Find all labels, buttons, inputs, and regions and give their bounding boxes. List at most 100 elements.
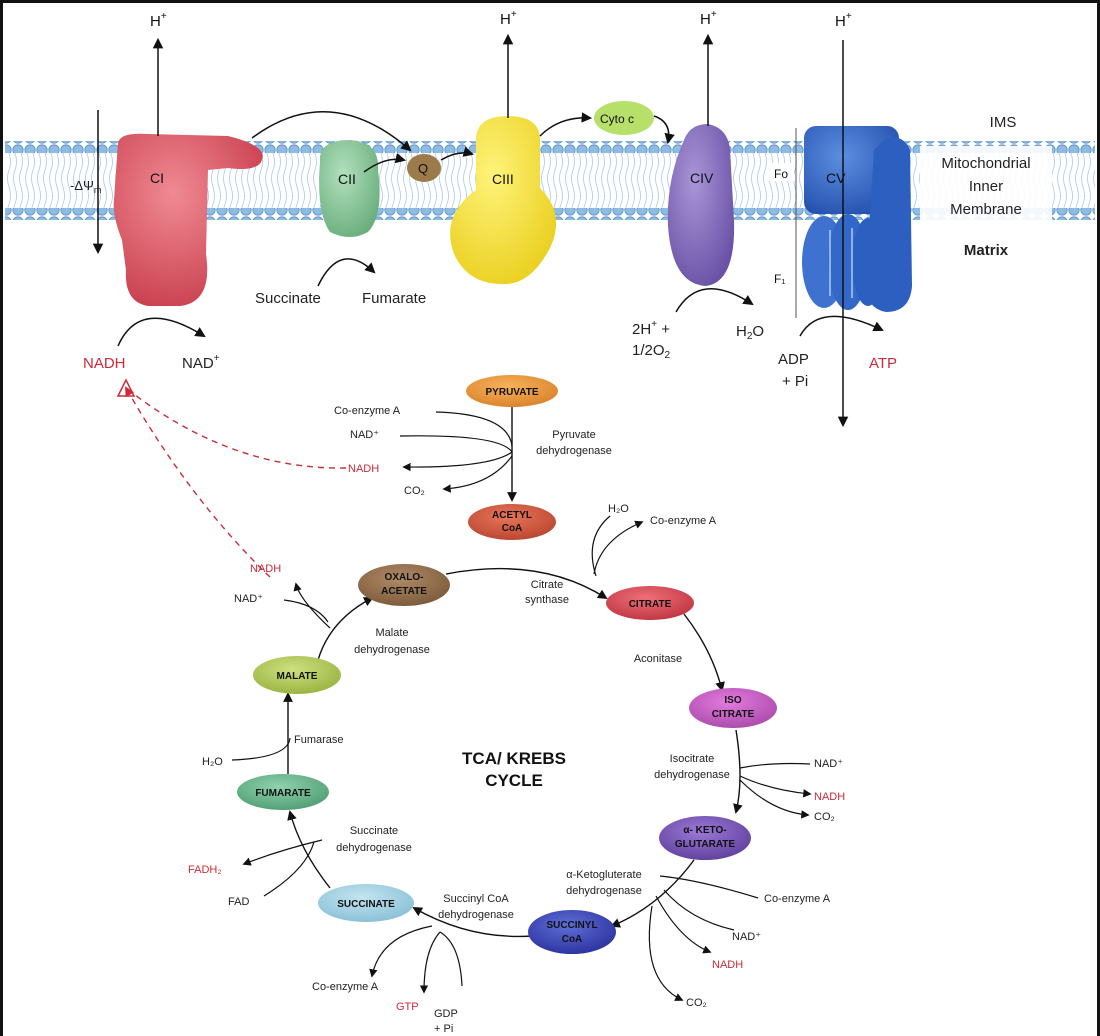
cytochrome-c (594, 101, 654, 135)
citrate-label: CITRATE (629, 599, 672, 610)
akgdh-label-line1: α-Ketogluterate (566, 869, 641, 881)
matrix-label: Matrix (964, 242, 1009, 259)
civ-water: H2O (736, 323, 764, 342)
tca-node-malate: MALATE (253, 656, 341, 694)
fumarase-h2o: H₂O (202, 756, 223, 768)
mdh-label-line1: Malate (375, 627, 408, 639)
f1-label: F₁ (774, 272, 785, 286)
succinyl-coa-label-line1: SUCCINYL (546, 920, 597, 931)
scoa-label-line1: Succinyl CoA (443, 893, 509, 905)
proton-cv: H+ (835, 11, 852, 30)
complex-v-label: CV (826, 170, 846, 186)
cs-label-line2: synthase (525, 594, 569, 606)
akgdh-co2: CO₂ (686, 997, 707, 1009)
proton-ci: H+ (150, 11, 167, 30)
nadh-feedback-arrowhead (116, 378, 136, 397)
mdh-label-line2: dehydrogenase (354, 644, 430, 656)
pdh-nad: NAD⁺ (350, 429, 379, 441)
isocitrate-label-line2: CITRATE (712, 709, 755, 720)
proton-civ: H+ (700, 9, 717, 28)
nadh-feedback-dashed-arrow-left (125, 386, 271, 578)
tca-node-acetyl-coa: ACETYL CoA (468, 504, 556, 540)
membrane-potential-label: -ΔΨm (70, 178, 101, 195)
akgdh-label-line2: dehydrogenase (566, 885, 642, 897)
nadh-oxidation-arrow (117, 317, 206, 347)
tca-node-pyruvate: PYRUVATE (466, 375, 558, 407)
idh-nad: NAD⁺ (814, 758, 843, 770)
ubiquinone-q-label: Q (418, 161, 428, 176)
fumarate-label: FUMARATE (255, 788, 311, 799)
cytochrome-c-label: Cyto c (600, 112, 634, 126)
proton-arrows (152, 33, 849, 428)
etc-atp: ATP (869, 355, 897, 372)
tca-title-line2: CYCLE (485, 771, 543, 790)
etc-fumarate: Fumarate (362, 290, 426, 307)
scoa-gdp-line1: GDP (434, 1008, 458, 1020)
cs-h2o: H₂O (608, 503, 629, 515)
mim-label-line2: Inner (969, 178, 1003, 195)
akg-label-line1: α- KETO- (683, 825, 726, 836)
idh-label-line2: dehydrogenase (654, 769, 730, 781)
pdh-nadh: NADH (348, 463, 379, 475)
f0-label: Fo (774, 167, 788, 181)
adp-line1: ADP (778, 351, 809, 368)
mim-label-line1: Mitochondrial (941, 155, 1030, 172)
cs-coenzyme-a: Co-enzyme A (650, 515, 717, 527)
electron-transfer-arrows (251, 111, 675, 173)
complex-iii (450, 116, 557, 285)
tca-node-fumarate: FUMARATE (237, 774, 329, 810)
succinate-fumarate-arrow (317, 258, 376, 287)
sdh-fadh2: FADH₂ (188, 864, 222, 876)
nadh-feedback-dashed-arrow-pdh (125, 387, 347, 469)
complex-ii (319, 140, 380, 237)
sdh-label-line1: Succinate (350, 825, 398, 837)
complex-i-label: CI (150, 170, 164, 186)
idh-label-line1: Isocitrate (670, 753, 715, 765)
scoa-label-line2: dehydrogenase (438, 909, 514, 921)
succinate-label: SUCCINATE (337, 899, 395, 910)
tca-node-citrate: CITRATE (606, 586, 694, 620)
etc-succinate: Succinate (255, 290, 321, 307)
tca-title-line1: TCA/ KREBS (462, 749, 566, 768)
enzyme-labels: Pyruvate dehydrogenase Citrate synthase … (294, 429, 730, 921)
akgdh-coenzyme-a: Co-enzyme A (764, 893, 831, 905)
idh-co2: CO₂ (814, 811, 835, 823)
sdh-fad: FAD (228, 896, 249, 908)
mdh-nadh: NADH (250, 563, 281, 575)
pdh-label-line1: Pyruvate (552, 429, 595, 441)
f0-label-bg (768, 163, 794, 181)
pdh-coenzyme-a: Co-enzyme A (334, 405, 401, 417)
cofactor-labels: Co-enzyme A NAD⁺ NADH CO₂ H₂O Co-enzyme … (188, 405, 845, 1035)
ubiquinone-q (407, 154, 441, 182)
oxygen-reduction-arrow (675, 288, 754, 313)
complex-ii-label: CII (338, 171, 356, 187)
isocitrate-label-line1: ISO (724, 695, 741, 706)
idh-nadh: NADH (814, 791, 845, 803)
malate-label: MALATE (277, 671, 318, 682)
oaa-label-line1: OXALO- (385, 572, 424, 583)
tca-side-arrows (231, 411, 812, 1001)
pyruvate-label: PYRUVATE (486, 387, 539, 398)
adp-line2: + Pi (782, 373, 808, 390)
acetyl-coa-label-line2: CoA (502, 523, 523, 534)
etc-nadh: NADH (83, 355, 126, 372)
mdh-nad: NAD⁺ (234, 593, 263, 605)
ims-label: IMS (990, 114, 1017, 131)
tca-node-alpha-ketoglutarate: α- KETO- GLUTARATE (659, 816, 751, 860)
oaa-label-line2: ACETATE (381, 586, 427, 597)
tca-node-isocitrate: ISO CITRATE (689, 688, 777, 728)
tca-node-oxaloacetate: OXALO- ACETATE (358, 564, 450, 606)
acetyl-coa-label-line1: ACETYL (492, 510, 532, 521)
tca-node-succinate: SUCCINATE (318, 884, 414, 922)
scoa-gdp-line2: + Pi (434, 1023, 453, 1035)
complex-v (802, 126, 912, 312)
proton-ciii: H+ (500, 9, 517, 28)
scoa-gtp: GTP (396, 1001, 419, 1013)
complex-iii-label: CIII (492, 171, 514, 187)
tca-cycle-arrows (283, 406, 743, 938)
succinyl-coa-label-line2: CoA (562, 934, 583, 945)
akgdh-nad: NAD⁺ (732, 931, 761, 943)
mim-label-bg (920, 146, 1052, 224)
complex-i (113, 133, 263, 306)
